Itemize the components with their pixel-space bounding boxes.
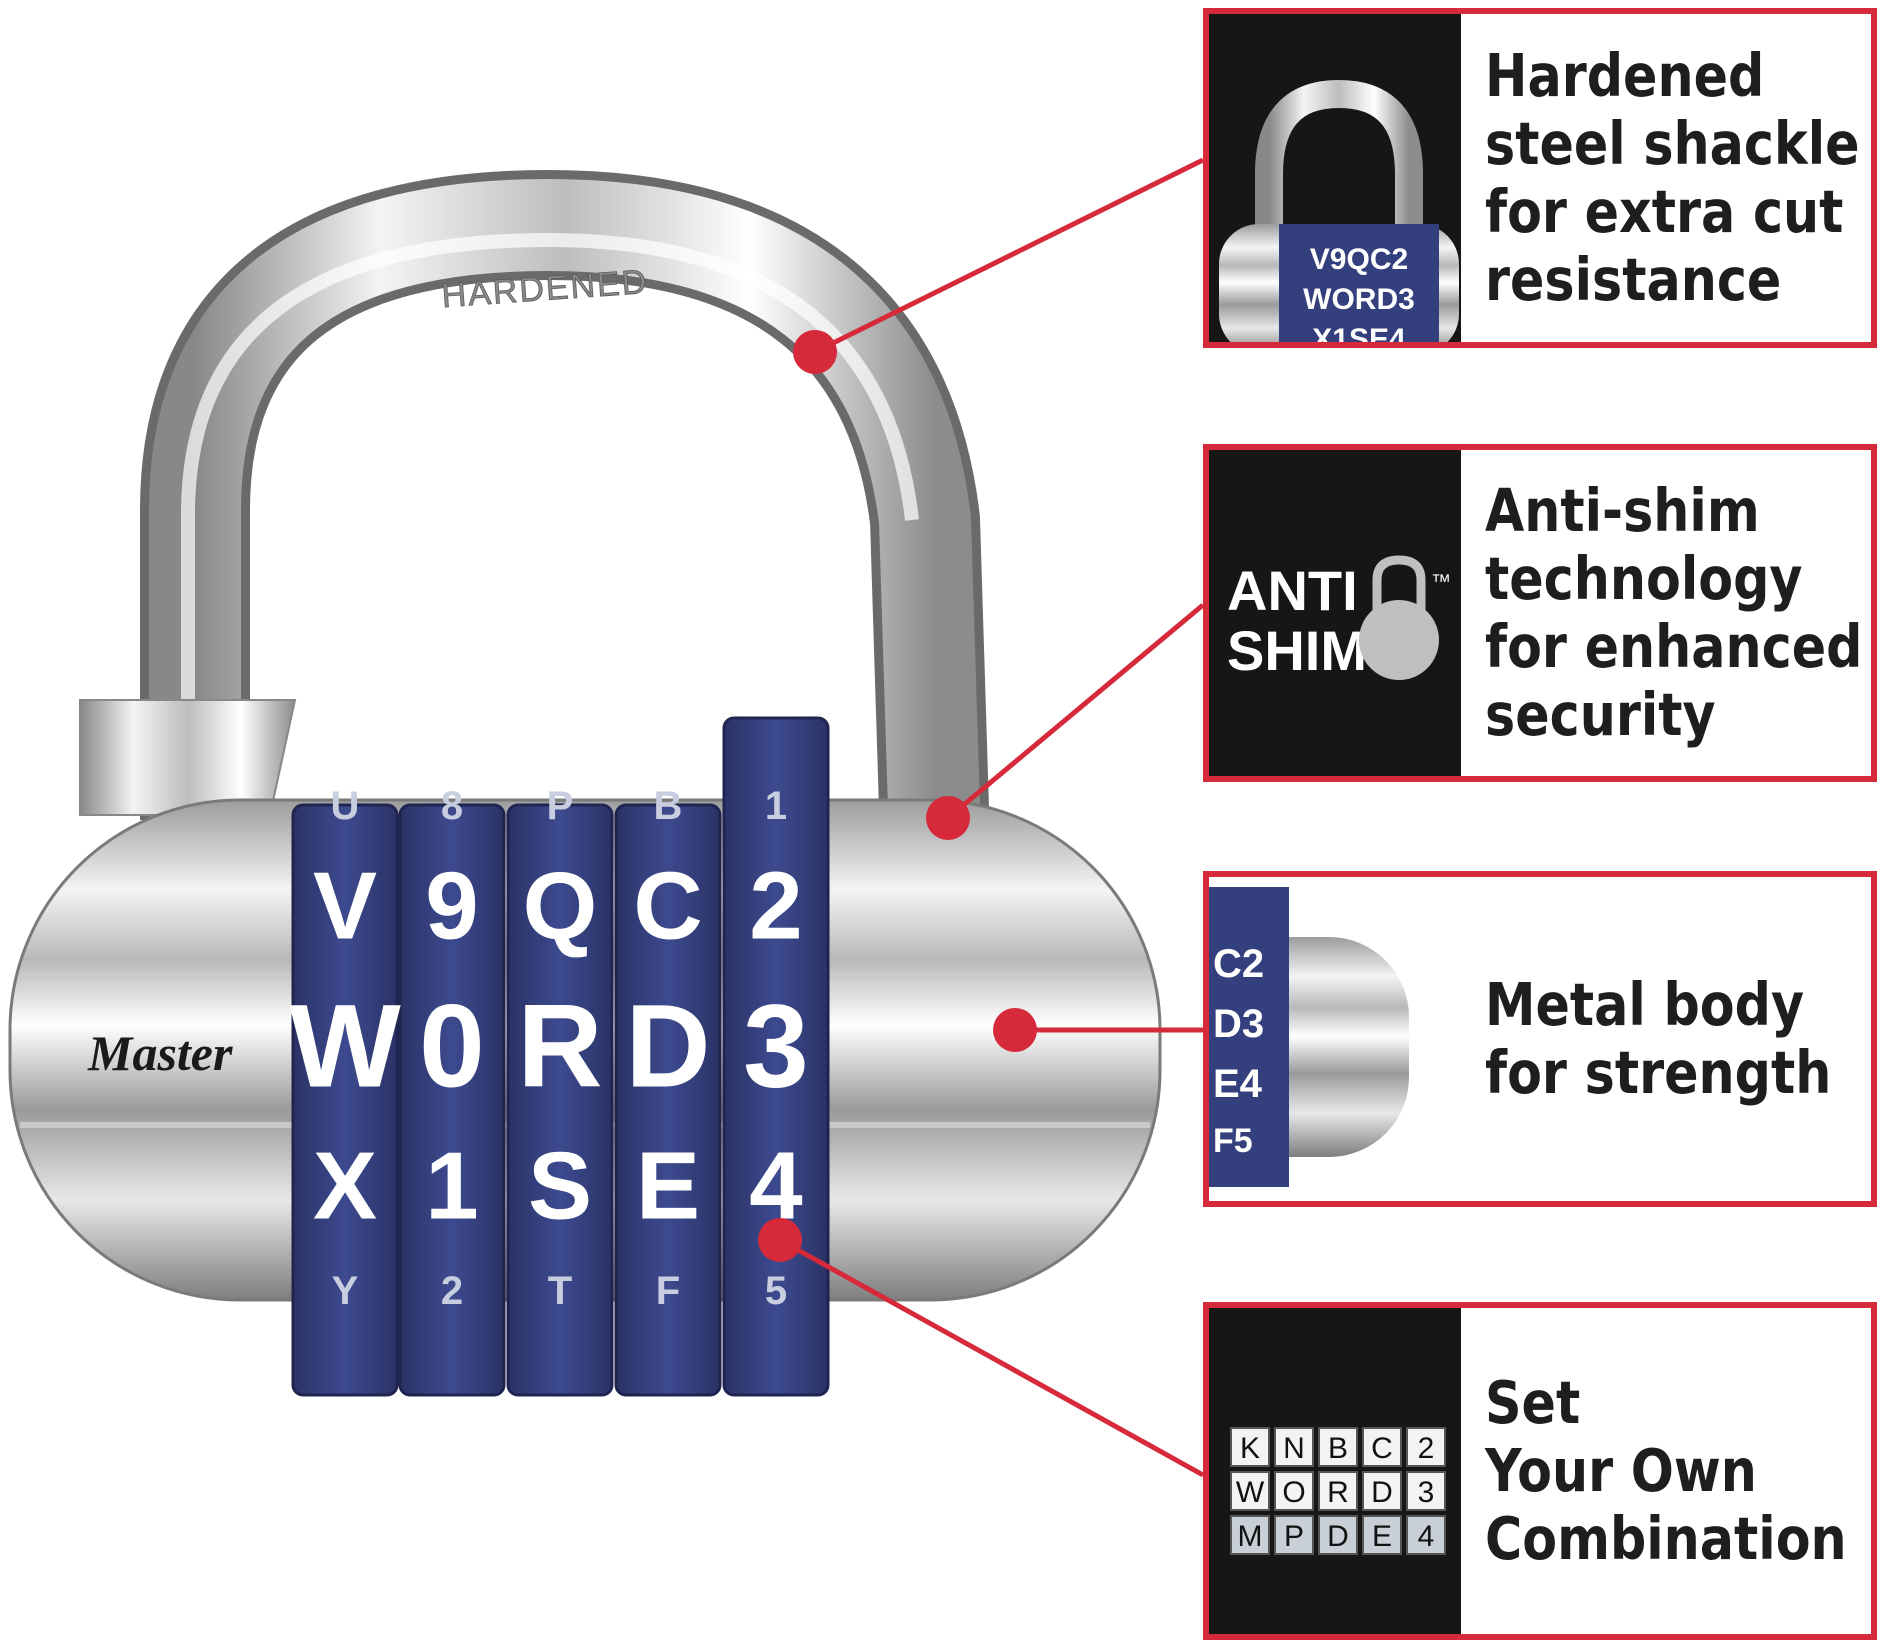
dial-character: S xyxy=(528,1133,592,1240)
shackle-thumbnail-icon: V9QC2 WORD3 X1SE4 xyxy=(1219,79,1459,342)
dial-character: 1 xyxy=(425,1133,478,1240)
callout-dot-shackle xyxy=(793,330,837,374)
dial-character: D xyxy=(625,980,710,1112)
combo-cell xyxy=(1230,1471,1270,1511)
combo-cell xyxy=(1274,1515,1314,1555)
dial-wheel[interactable] xyxy=(614,803,722,1397)
combo-character: 4 xyxy=(1418,1520,1435,1553)
svg-text:F5: F5 xyxy=(1213,1122,1253,1160)
combo-character: E xyxy=(1372,1520,1392,1553)
combo-character: O xyxy=(1282,1476,1305,1509)
svg-text:X1SE4: X1SE4 xyxy=(1312,323,1406,342)
dial-character: 5 xyxy=(765,1269,787,1313)
dial-character: 9 xyxy=(425,853,478,960)
dial-wheel[interactable] xyxy=(398,803,506,1397)
dial-character: Q xyxy=(523,853,598,960)
dial-character: T xyxy=(548,1269,572,1313)
combo-character: W xyxy=(1236,1476,1265,1509)
svg-text:C2: C2 xyxy=(1213,942,1264,986)
callout-lines xyxy=(758,157,1205,1478)
lock-icon xyxy=(1359,555,1439,680)
combo-character: 2 xyxy=(1418,1432,1435,1465)
combo-character: D xyxy=(1371,1476,1393,1509)
dial-wheel[interactable] xyxy=(291,803,399,1397)
anti-shim-line2: SHIM xyxy=(1227,619,1367,682)
combo-character: C xyxy=(1371,1432,1393,1465)
combo-character: 3 xyxy=(1418,1476,1435,1509)
combo-character: N xyxy=(1283,1432,1305,1465)
callout-dot-antishim xyxy=(926,796,970,840)
dial-character: R xyxy=(517,980,602,1112)
combo-cell xyxy=(1406,1515,1446,1555)
combo-cell xyxy=(1362,1427,1402,1467)
dial-character: V xyxy=(313,853,377,960)
combo-character: D xyxy=(1327,1520,1349,1553)
dial-character: C xyxy=(633,853,702,960)
dial-character: B xyxy=(654,784,683,828)
combo-character: M xyxy=(1238,1520,1263,1553)
master-logo: Master xyxy=(87,1025,233,1081)
dial-character: 2 xyxy=(441,1269,463,1313)
trademark-symbol: ™ xyxy=(1431,571,1451,593)
dial-wheel[interactable] xyxy=(722,716,830,1397)
combo-cell xyxy=(1362,1515,1402,1555)
dial-character: Y xyxy=(332,1269,359,1313)
combo-character: R xyxy=(1327,1476,1349,1509)
dial-character: W xyxy=(289,980,401,1112)
svg-text:E4: E4 xyxy=(1213,1062,1263,1106)
svg-text:D3: D3 xyxy=(1213,1002,1264,1046)
svg-text:V9QC2: V9QC2 xyxy=(1310,243,1408,276)
combo-cell xyxy=(1274,1427,1314,1467)
dial-character: P xyxy=(547,784,574,828)
metal-body-thumbnail-icon: C2 D3 E4 F5 xyxy=(1209,887,1409,1187)
anti-shim-line1: ANTI xyxy=(1227,559,1358,622)
dial-character: 1 xyxy=(765,784,787,828)
combo-cell xyxy=(1318,1515,1358,1555)
dial-character: 8 xyxy=(441,784,463,828)
thumbnail-shackle: V9QC2 WORD3 X1SE4 xyxy=(1209,14,1461,342)
dial-character: 2 xyxy=(749,853,802,960)
combo-character: P xyxy=(1284,1520,1304,1553)
thumbnail-body: C2 D3 E4 F5 xyxy=(1209,877,1461,1201)
combo-cell xyxy=(1318,1427,1358,1467)
combo-character: K xyxy=(1240,1432,1260,1465)
combo-cell xyxy=(1318,1471,1358,1511)
combo-cell xyxy=(1230,1427,1270,1467)
dial-character: 3 xyxy=(743,980,809,1112)
dial-wheel[interactable] xyxy=(506,803,614,1397)
callout-dot-body xyxy=(993,1008,1037,1052)
combo-cell xyxy=(1274,1471,1314,1511)
combo-cell xyxy=(1406,1471,1446,1511)
combo-cell xyxy=(1230,1515,1270,1555)
combo-cell xyxy=(1406,1427,1446,1467)
combo-character: B xyxy=(1328,1432,1348,1465)
dial-character: 0 xyxy=(419,980,485,1112)
dial-character: E xyxy=(636,1133,700,1240)
anti-shim-badge: ANTI SHIM ™ xyxy=(1209,450,1461,776)
dial-character: U xyxy=(331,784,360,828)
combo-cell xyxy=(1362,1471,1402,1511)
callout-dot-combination xyxy=(758,1218,802,1262)
svg-text:WORD3: WORD3 xyxy=(1303,283,1415,316)
dial-character: X xyxy=(313,1133,377,1240)
dial-character: F xyxy=(656,1269,680,1313)
shackle: HARDENED xyxy=(140,169,990,842)
